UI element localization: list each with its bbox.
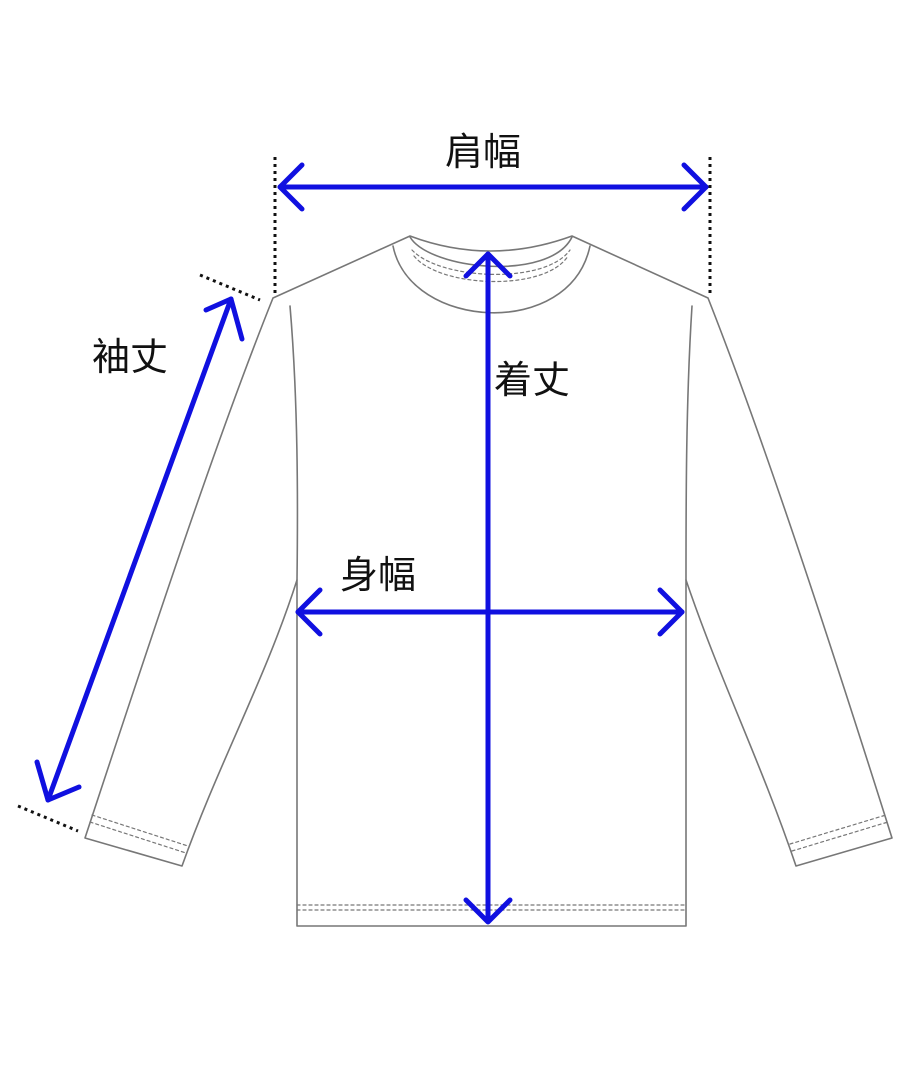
measurement-arrows	[34, 162, 709, 925]
body-length-arrow	[463, 251, 513, 925]
left-cuff-stitch-2	[89, 821, 187, 854]
collar-stitch	[411, 249, 571, 275]
right-cuff-stitch	[789, 814, 887, 845]
body-width-label: 身幅	[340, 553, 416, 597]
collar-stitch-2	[413, 255, 569, 283]
sleeve-bottom-guide	[17, 804, 79, 833]
body-width-arrow	[295, 587, 685, 637]
right-cuff-stitch-2	[791, 821, 889, 852]
body-length-label: 着丈	[494, 358, 570, 402]
sleeve-top-guide	[199, 273, 261, 302]
shoulder-width-arrow	[277, 162, 709, 212]
left-armhole-seam	[289, 305, 299, 581]
reference-lines	[17, 157, 712, 833]
sleeve-length-label: 袖丈	[92, 335, 168, 379]
left-cuff-stitch	[91, 814, 189, 847]
right-armhole-seam	[685, 305, 693, 581]
shoulder-width-label: 肩幅	[445, 130, 521, 174]
sleeve-length-arrow	[34, 296, 245, 803]
